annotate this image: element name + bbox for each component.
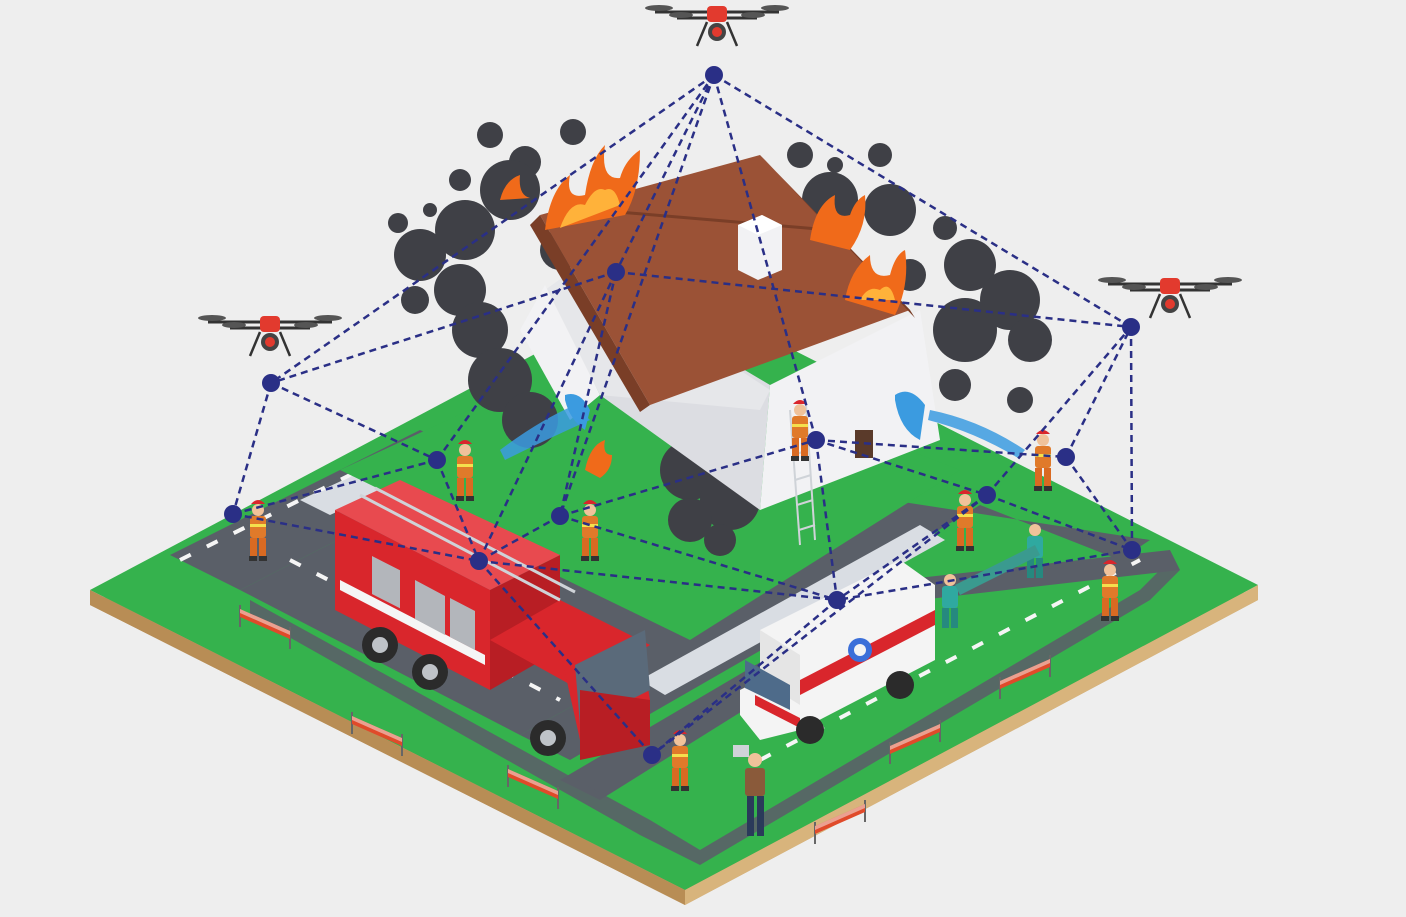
- network-link: [559, 514, 838, 602]
- network-link: [986, 326, 1132, 496]
- drone-right-icon: [1096, 275, 1244, 320]
- network-link: [1064, 326, 1133, 458]
- network-link: [478, 560, 653, 756]
- network-link: [713, 73, 1132, 329]
- network-link: [651, 599, 838, 756]
- water-spray: [500, 391, 1025, 460]
- camera-icon: [733, 745, 749, 757]
- network-link: [559, 438, 817, 518]
- fire-truck: [335, 480, 650, 760]
- network-link: [558, 74, 716, 517]
- network-node: [1123, 541, 1141, 559]
- network-link: [836, 493, 988, 602]
- ambulance: [740, 560, 935, 744]
- network-nodes: [224, 66, 1141, 764]
- network-link: [435, 459, 481, 562]
- chimney: [738, 215, 782, 280]
- network-node: [607, 263, 625, 281]
- network-link: [986, 493, 1133, 552]
- network-node: [262, 374, 280, 392]
- network-link: [478, 559, 838, 602]
- network-node: [643, 746, 661, 764]
- stretcher: [955, 545, 1040, 595]
- network-node: [470, 552, 488, 570]
- network-link: [232, 512, 480, 563]
- network-node: [705, 66, 723, 84]
- network-link: [815, 438, 1067, 459]
- network-link: [814, 439, 839, 601]
- network-link: [614, 74, 716, 273]
- network-node: [807, 431, 825, 449]
- network-node: [978, 486, 996, 504]
- network-link: [478, 514, 561, 563]
- medics: [942, 524, 1043, 628]
- network-link: [231, 382, 273, 515]
- reporter: [733, 745, 765, 836]
- network-link: [615, 270, 1132, 329]
- network-node: [1122, 318, 1140, 336]
- network-link: [270, 381, 438, 462]
- drone-top-icon: [643, 3, 791, 48]
- network-link: [712, 74, 818, 441]
- network-node: [828, 591, 846, 609]
- network-node: [224, 505, 242, 523]
- network-node: [1057, 448, 1075, 466]
- network-link: [836, 548, 1133, 602]
- network-link: [270, 73, 715, 385]
- network-links: [231, 73, 1134, 756]
- network-link: [815, 438, 988, 497]
- network-node: [551, 507, 569, 525]
- network-link: [558, 271, 618, 517]
- network-link: [1129, 326, 1134, 551]
- network-link: [270, 270, 617, 385]
- network-link: [651, 494, 988, 756]
- network-node: [428, 451, 446, 469]
- network-link: [477, 271, 618, 562]
